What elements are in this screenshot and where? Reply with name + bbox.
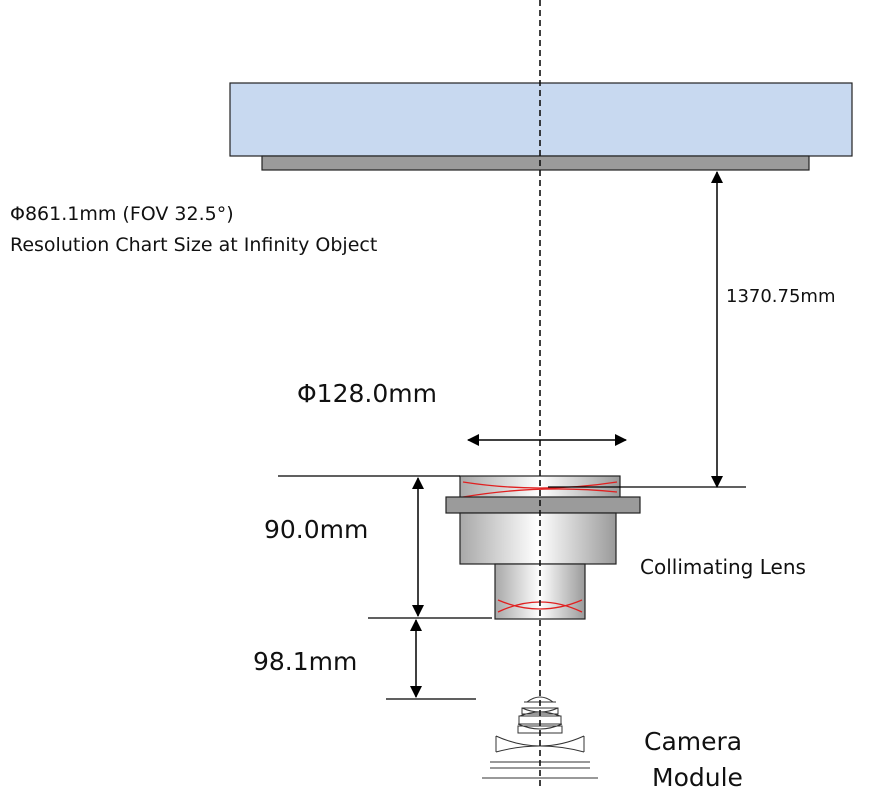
lens-bottom-glass-curve-1 — [497, 599, 583, 610]
lens-top-glass-curve-2 — [462, 488, 618, 498]
camera-module-label-line2: Module — [652, 763, 743, 790]
lens-top-glass-curve-1 — [462, 481, 618, 489]
chart-size-label-line2: Resolution Chart Size at Infinity Object — [10, 234, 377, 256]
camera-module-label-line1: Camera — [644, 727, 742, 756]
lens-height-label: 90.0mm — [264, 515, 368, 544]
resolution-chart-base — [261, 155, 810, 171]
lens-diameter-label: Φ128.0mm — [297, 379, 437, 408]
lens-barrel — [459, 512, 617, 565]
lens-flange — [445, 496, 641, 514]
lens-to-camera-label: 98.1mm — [253, 647, 357, 676]
distance-label: 1370.75mm — [726, 286, 836, 307]
collimating-lens-label: Collimating Lens — [640, 555, 806, 579]
resolution-chart-plate — [229, 82, 853, 157]
chart-size-label-line1: Φ861.1mm (FOV 32.5°) — [10, 203, 234, 225]
